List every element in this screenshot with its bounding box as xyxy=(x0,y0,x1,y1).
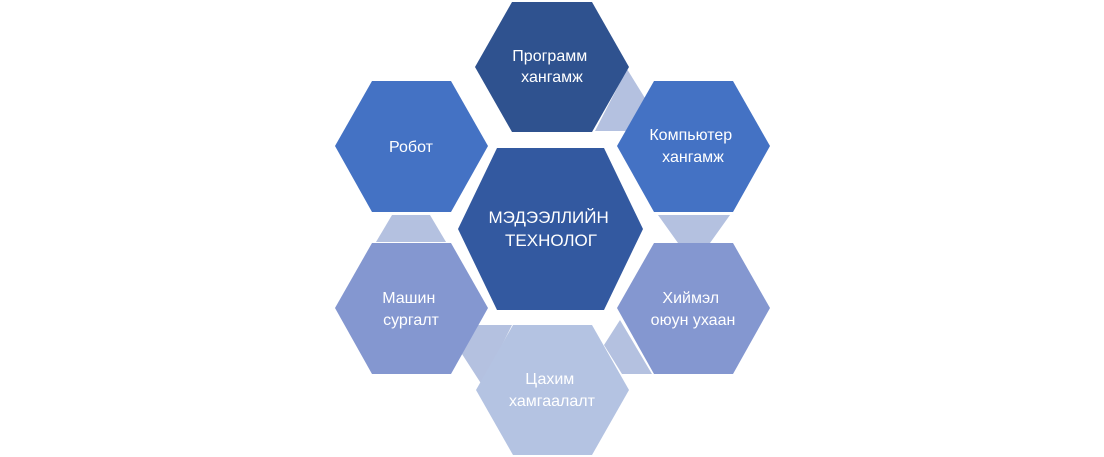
hex-ai-label: Хиймэл оюун ухаан xyxy=(651,290,736,329)
hex-hardware-line-2: хангамж xyxy=(662,149,724,166)
hex-software: Программ хангамж xyxy=(475,2,629,132)
hex-software-line-1: Программ xyxy=(512,48,587,65)
hex-ai-shape xyxy=(617,243,770,374)
hex-ai-line-2: оюун ухаан xyxy=(651,312,736,329)
connector-ml-robot xyxy=(376,215,446,242)
hex-cyber-line-1: Цахим xyxy=(525,371,574,388)
hex-hardware-line-1: Компьютер xyxy=(649,127,732,144)
hex-hardware-shape xyxy=(617,81,770,212)
hex-ml-label: Машин сургалт xyxy=(382,290,439,329)
connector-ai-cyber xyxy=(604,320,652,374)
hex-center: МЭДЭЭЛЛИЙН ТЕХНОЛОГ xyxy=(458,148,643,310)
hex-center-line-1: МЭДЭЭЛЛИЙН xyxy=(489,208,609,227)
hex-ml-shape xyxy=(335,243,488,374)
hex-cyber-shape xyxy=(476,325,629,455)
hex-ai-line-1: Хиймэл xyxy=(662,290,719,307)
hex-center-line-2: ТЕХНОЛОГ xyxy=(505,231,597,250)
hex-robot-line-1: Робот xyxy=(389,139,434,156)
hex-cyber-line-2: хамгаалалт xyxy=(509,393,596,410)
hex-ml-line-2: сургалт xyxy=(383,312,439,329)
hex-cyber-label: Цахим хамгаалалт xyxy=(509,371,596,410)
hex-software-label: Программ хангамж xyxy=(512,48,591,86)
hex-robot-label: Робот xyxy=(389,139,434,156)
hex-robot-shape xyxy=(335,81,488,212)
hex-center-label: МЭДЭЭЛЛИЙН ТЕХНОЛОГ xyxy=(489,208,614,250)
hex-cyber: Цахим хамгаалалт xyxy=(476,325,629,455)
hex-hardware-label: Компьютер хангамж xyxy=(649,127,736,166)
hex-ai: Хиймэл оюун ухаан xyxy=(617,243,770,374)
connector-hardware-ai xyxy=(658,215,730,243)
hex-hardware: Компьютер хангамж xyxy=(617,81,770,212)
hex-software-shape xyxy=(475,2,629,132)
hex-software-line-2: хангамж xyxy=(521,69,583,86)
hex-center-shape xyxy=(458,148,643,310)
hex-ml-line-1: Машин xyxy=(382,290,435,307)
hex-ml: Машин сургалт xyxy=(335,243,488,374)
connector-cyber-ml xyxy=(462,325,512,385)
hex-robot: Робот xyxy=(335,81,488,212)
